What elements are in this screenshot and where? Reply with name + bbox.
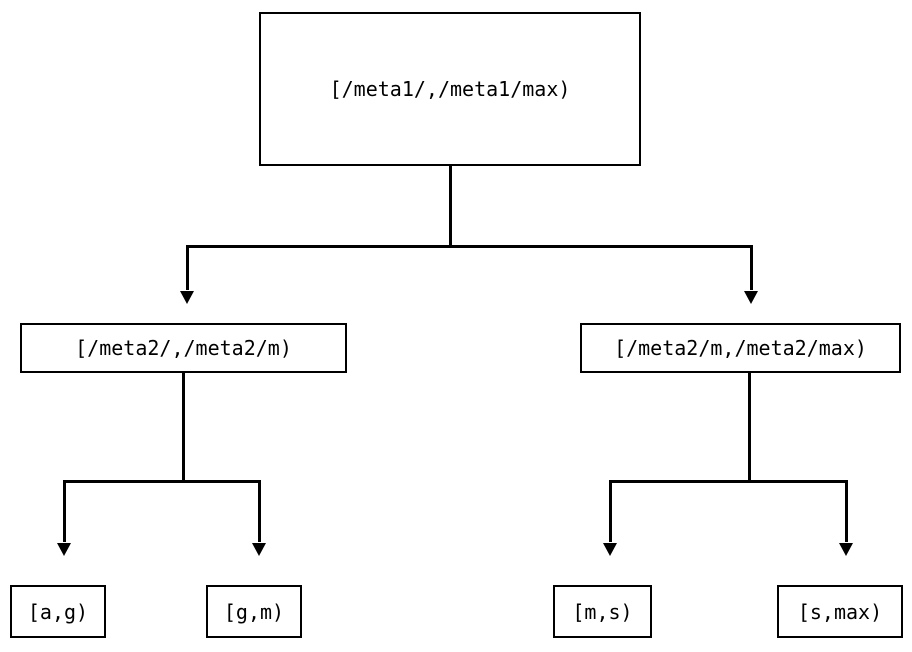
node-meta2-high-label: [/meta2/m,/meta2/max): [614, 336, 867, 360]
edge-meta2-high-stem: [748, 373, 751, 483]
edge-meta2-low-bus: [63, 480, 261, 483]
arrowhead-meta2-high: [744, 291, 758, 304]
node-leaf-gm[interactable]: [g,m): [206, 585, 302, 638]
edge-root-to-meta2-high-drop: [750, 245, 753, 290]
edge-meta2-high-to-ms-drop: [609, 480, 612, 542]
node-meta2-low-label: [/meta2/,/meta2/m): [75, 336, 292, 360]
node-leaf-smax-label: [s,max): [797, 599, 883, 624]
arrowhead-meta2-low: [180, 291, 194, 304]
node-leaf-ag-label: [a,g): [27, 599, 89, 624]
arrowhead-leaf-ag: [57, 543, 71, 556]
node-leaf-ag[interactable]: [a,g): [10, 585, 106, 638]
edge-meta2-low-stem: [182, 373, 185, 483]
edge-root-bus: [186, 245, 753, 248]
node-leaf-smax[interactable]: [s,max): [777, 585, 903, 638]
arrowhead-leaf-smax: [839, 543, 853, 556]
edge-root-stem: [449, 166, 452, 248]
node-meta2-low[interactable]: [/meta2/,/meta2/m): [20, 323, 347, 373]
node-root-label: [/meta1/,/meta1/max): [329, 77, 571, 101]
edge-root-to-meta2-low-drop: [186, 245, 189, 290]
edge-meta2-low-to-ag-drop: [63, 480, 66, 542]
arrowhead-leaf-gm: [252, 543, 266, 556]
node-root[interactable]: [/meta1/,/meta1/max): [259, 12, 641, 166]
node-leaf-ms[interactable]: [m,s): [553, 585, 652, 638]
edge-meta2-high-to-smax-drop: [845, 480, 848, 542]
edge-meta2-high-bus: [609, 480, 848, 483]
node-meta2-high[interactable]: [/meta2/m,/meta2/max): [580, 323, 901, 373]
edge-meta2-low-to-gm-drop: [258, 480, 261, 542]
node-leaf-gm-label: [g,m): [223, 599, 285, 624]
node-leaf-ms-label: [m,s): [572, 599, 633, 624]
arrowhead-leaf-ms: [603, 543, 617, 556]
